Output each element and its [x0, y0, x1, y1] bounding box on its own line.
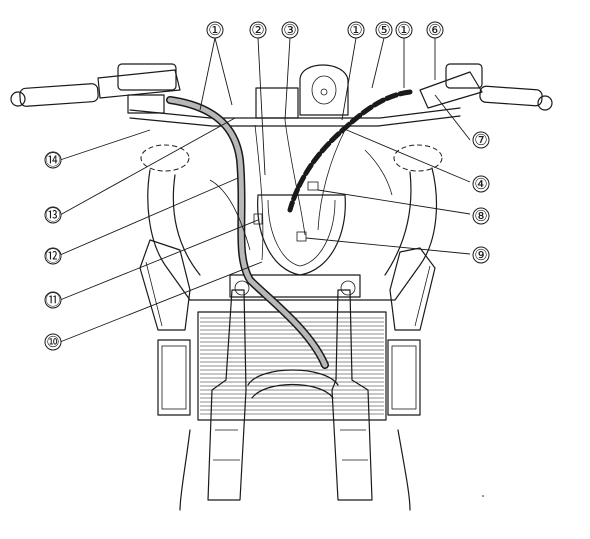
front-fender	[179, 369, 411, 511]
callout-6: ⑥	[426, 21, 444, 39]
right-radiator-shroud	[389, 247, 436, 331]
callout-5: ⑤	[375, 21, 393, 39]
svg-text:①: ①	[208, 21, 221, 39]
svg-text:③: ③	[283, 21, 296, 39]
tank-body	[147, 167, 438, 301]
callout-3: ③	[281, 21, 299, 39]
svg-text:⑤: ⑤	[377, 21, 390, 39]
connector-11	[253, 213, 263, 225]
left-side-panel	[157, 339, 191, 416]
cables	[166, 89, 413, 369]
callout-12: ⑫	[44, 247, 62, 265]
connector-8	[307, 181, 319, 191]
svg-text:⑦: ⑦	[474, 131, 487, 149]
clutch-cable	[167, 97, 328, 368]
callout-4: ④	[472, 175, 490, 193]
svg-text:⑪: ⑪	[45, 291, 60, 309]
svg-text:⑬: ⑬	[45, 206, 60, 224]
svg-text:①: ①	[397, 21, 410, 39]
speedometer	[299, 64, 349, 116]
callout-8: ⑧	[472, 207, 490, 225]
handlebar	[129, 107, 461, 127]
right-grip	[479, 85, 553, 111]
svg-text:⑭: ⑭	[45, 151, 60, 169]
callout-2: ②	[249, 21, 267, 39]
callout-13: ⑬	[44, 206, 62, 224]
headlight-cover	[257, 194, 346, 276]
svg-text:⑩: ⑩	[46, 333, 59, 351]
left-clutch-lever-assembly	[97, 63, 181, 114]
right-switch-marker	[393, 144, 443, 172]
callout-7: ⑦	[472, 131, 490, 149]
callout-14: ⑭	[44, 151, 62, 169]
callout-11: ⑪	[44, 291, 62, 309]
svg-text:⑨: ⑨	[474, 246, 487, 264]
svg-text:②: ②	[251, 21, 264, 39]
throttle-cable	[287, 89, 413, 213]
left-switch-marker	[140, 144, 190, 172]
radiator	[197, 311, 387, 421]
callout-10: ⑩	[44, 333, 62, 351]
left-radiator-shroud	[139, 239, 191, 331]
leader-lines	[59, 37, 471, 343]
svg-text:④: ④	[474, 175, 487, 193]
left-grip	[10, 83, 99, 107]
right-fork	[331, 289, 373, 501]
svg-text:⑫: ⑫	[45, 247, 60, 265]
svg-text:⑧: ⑧	[474, 207, 487, 225]
svg-text:⑥: ⑥	[428, 21, 441, 39]
callout-1a: ①	[206, 21, 224, 39]
callout-9: ⑨	[472, 246, 490, 264]
connector-9	[296, 231, 307, 242]
stray-mark	[482, 495, 484, 497]
right-brake-lever-assembly	[419, 63, 483, 109]
right-side-panel	[387, 339, 421, 416]
left-fork	[207, 289, 247, 501]
callout-1b: ①	[347, 21, 365, 39]
callout-1c: ①	[395, 21, 413, 39]
svg-text:①: ①	[349, 21, 362, 39]
